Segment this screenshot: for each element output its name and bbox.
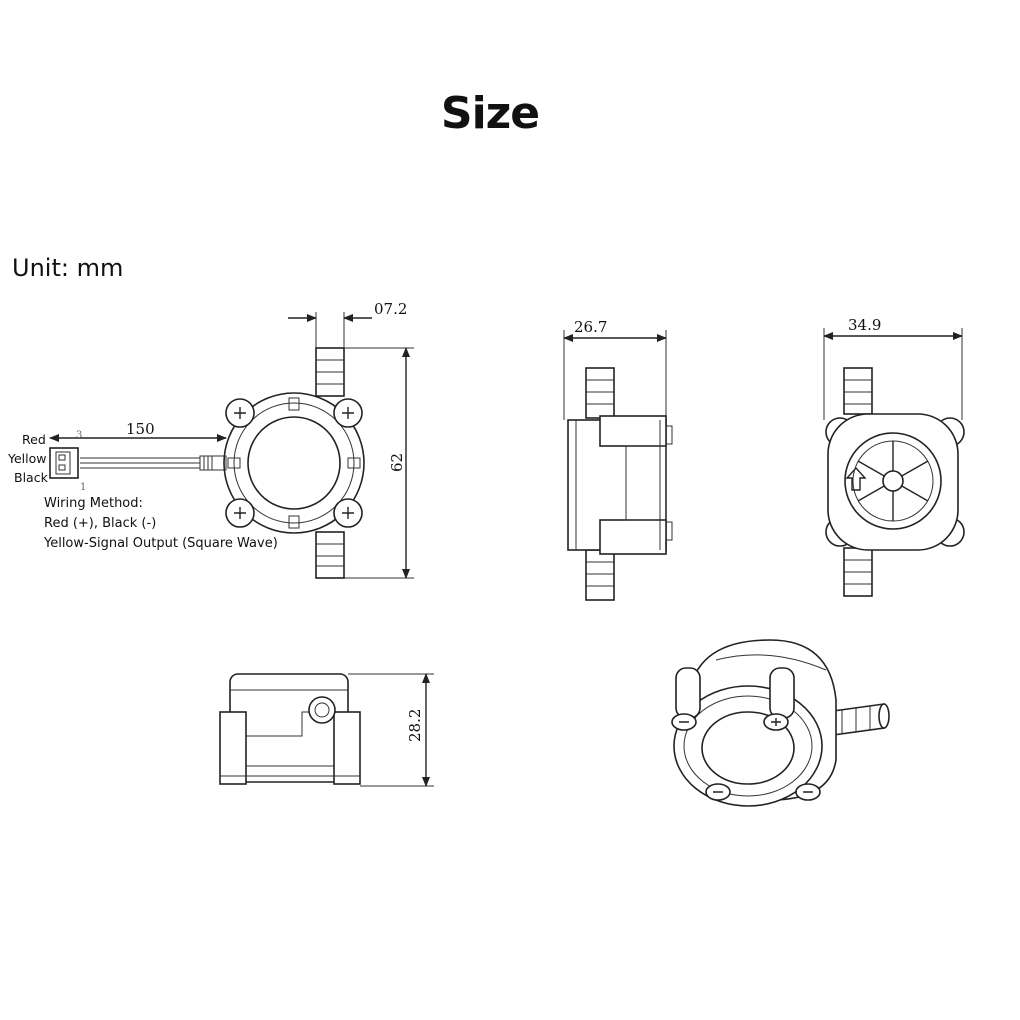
- front-screw-ears: [225, 398, 363, 528]
- front-cable: [49, 447, 227, 479]
- wire-label-red: Red: [22, 432, 46, 447]
- wiring-power: Red (+), Black (-): [44, 516, 157, 531]
- dim-depth: 26.7: [574, 318, 607, 336]
- wiring-heading: Wiring Method:: [44, 496, 143, 511]
- dim-pipe-diameter: 07.2: [374, 300, 407, 318]
- isometric-view: [671, 639, 890, 807]
- page-title: Size: [440, 88, 540, 139]
- front-bottom-barb: [315, 531, 345, 579]
- bottom-side-view: 28.2: [219, 673, 434, 787]
- front-top-barb: [315, 347, 345, 397]
- front-view: 150 3 1 07.2 62: [49, 300, 414, 579]
- dim-height: 62: [388, 453, 406, 472]
- rear-view: 34.9: [823, 316, 965, 597]
- pin-3-label: 3: [76, 430, 82, 441]
- wire-label-black: Black: [14, 470, 48, 485]
- dim-width: 34.9: [848, 316, 881, 334]
- wiring-signal: Yellow-Signal Output (Square Wave): [44, 536, 278, 551]
- side-view: 26.7: [563, 318, 673, 601]
- dim-cable-length: 150: [126, 420, 155, 438]
- flow-arrow-icon: [845, 466, 867, 491]
- wire-label-yellow: Yellow: [8, 451, 47, 466]
- pin-1-label: 1: [80, 482, 86, 493]
- unit-label: Unit: mm: [12, 254, 124, 282]
- dim-side-height: 28.2: [406, 709, 424, 742]
- wiring-method: Wiring Method: Red (+), Black (-) Yellow…: [44, 494, 278, 554]
